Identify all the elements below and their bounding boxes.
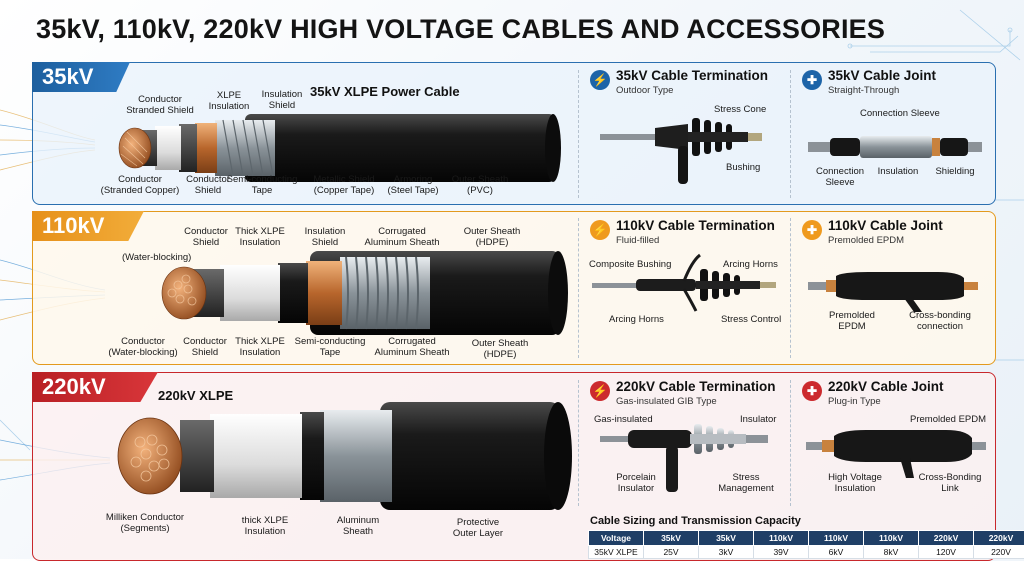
table-header: 110kV [809,531,864,546]
termination-110-title: 110kV Cable Termination [616,218,775,233]
table-header: 35kV [644,531,699,546]
joint-220-title: 220kV Cable Joint [828,379,944,394]
label-110-arcing-horns-bottom: Arcing Horns [609,314,664,325]
table-header: Voltage [589,531,644,546]
label-110-outer-top: Outer Sheath(HDPE) [464,226,521,248]
cable-35kv-title: 35kV XLPE Power Cable [310,84,460,99]
label-35-conductor-bottom: Conductor(Stranded Copper) [101,174,180,196]
table-header: 110kV [754,531,809,546]
label-110-conductor-bottom: Conductor(Water-blocking) [108,336,177,358]
joint-220-subtitle: Plug-in Type [828,396,881,407]
termination-220-title: 220kV Cable Termination [616,379,776,394]
termination-220-subtitle: Gas-insulated GIB Type [616,396,717,407]
label-220-premolded: Premolded EPDM [910,414,986,425]
table-cell: 8kV [864,546,919,559]
table-header: 110kV [864,531,919,546]
table-cell: 39V [754,546,809,559]
joint-110-title: 110kV Cable Joint [828,218,943,233]
table-row: 35kV XLPE 25V 3kV 39V 6kV 8kV 120V 220V [589,546,1024,559]
label-35-shielding: Shielding [935,166,974,177]
termination-35-title: 35kV Cable Termination [616,68,768,83]
label-110-composite-bushing: Composite Bushing [589,259,671,270]
joint-110-illustration [808,268,988,312]
termination-35-subtitle: Outdoor Type [616,85,673,96]
label-35-sleeve-top: Connection Sleeve [860,108,940,119]
capacity-table: Voltage 35kV 35kV 110kV 110kV 110kV 220k… [588,530,1024,559]
joint-35-illustration [808,128,988,168]
table-header-row: Voltage 35kV 35kV 110kV 110kV 110kV 220k… [589,531,1024,546]
table-header: 220kV [974,531,1024,546]
label-35-stress-cone: Stress Cone [714,104,766,115]
table-cell: 25V [644,546,699,559]
joint-35-subtitle: Straight-Through [828,85,899,96]
termination-35-illustration [600,110,780,190]
table-cell: 220V [974,546,1024,559]
joint-icon: ✚ [802,220,822,240]
label-220-gas-insulated: Gas-insulated [594,414,653,425]
joint-35-title: 35kV Cable Joint [828,68,936,83]
table-cell: 120V [919,546,974,559]
table-header: 35kV [699,531,754,546]
lightning-icon: ⚡ [590,381,610,401]
label-35-armoring: Armoring(Steel Tape) [387,174,438,196]
cable-220kv-title: 220kV XLPE [158,388,233,403]
divider-35 [578,70,579,198]
joint-icon: ✚ [802,381,822,401]
table-cell: 35kV XLPE [589,546,644,559]
label-220-insulator: Insulator [740,414,776,425]
lightning-icon: ⚡ [590,220,610,240]
label-110-water-blocking: (Water-blocking) [122,252,191,263]
label-35-bushing: Bushing [726,162,760,173]
label-220-milliken: Milliken Conductor(Segments) [106,512,184,534]
label-110-arcing-horns-top: Arcing Horns [723,259,778,270]
page-title: 35kV, 110kV, 220kV HIGH VOLTAGE CABLES A… [36,14,885,45]
joint-110-subtitle: Premolded EPDM [828,235,904,246]
label-110-stress-control: Stress Control [721,314,781,325]
tab-35kv: 35kV [32,62,130,92]
table-cell: 3kV [699,546,754,559]
cable-220kv-illustration [110,396,580,516]
label-35-metallic-shield: Metallic Shield(Copper Tape) [313,174,374,196]
divider-110b [790,218,791,358]
capacity-table-title: Cable Sizing and Transmission Capacity [590,515,801,527]
label-110-outer-bottom: Outer Sheath(HDPE) [472,338,529,360]
divider-35b [790,70,791,198]
label-35-outer-sheath: Outer Sheath(PVC) [452,174,509,196]
label-35-insulation: Insulation [878,166,919,177]
divider-220b [790,380,791,506]
tab-110kv: 110kV [32,211,144,241]
lightning-icon: ⚡ [590,70,610,90]
table-header: 220kV [919,531,974,546]
termination-110-subtitle: Fluid-filled [616,235,659,246]
table-cell: 6kV [809,546,864,559]
divider-110 [578,218,579,358]
joint-icon: ✚ [802,70,822,90]
